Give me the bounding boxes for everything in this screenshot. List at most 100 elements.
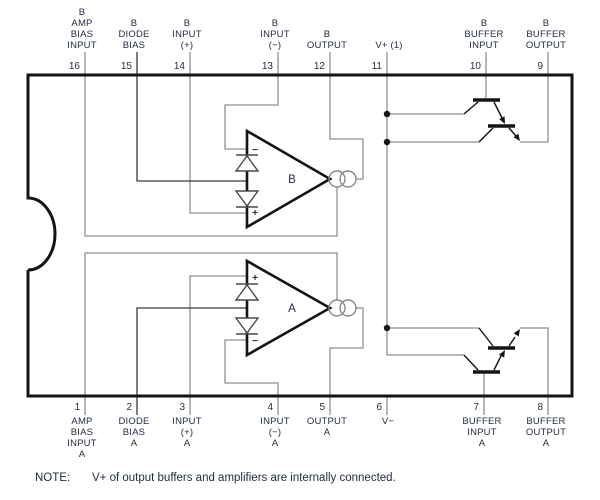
pin-label-line: B — [184, 18, 191, 29]
pin-label-line: BIAS — [71, 29, 93, 40]
pin-label-line: BIAS — [123, 40, 145, 51]
pin-bottom-7: 7 BUFFER INPUT A — [462, 402, 501, 449]
amp-b-inverting-sign: − — [252, 145, 258, 156]
note-label: NOTE: — [35, 472, 70, 484]
chip-outline — [26, 73, 574, 398]
pin-top-15: 15 B DIODE BIAS — [118, 18, 149, 72]
npn-transistor-b-upper-emitter — [493, 101, 503, 119]
npn-transistor-a-upper-collector — [478, 327, 494, 347]
amp-a-letter: A — [288, 303, 296, 315]
pin-label-line: OUTPUT — [526, 427, 566, 438]
npn-transistor-b-lower-emitter — [508, 127, 517, 137]
opamp-b-triangle-icon — [245, 128, 333, 230]
diode-a-lower-icon — [234, 317, 260, 335]
pin-top-12: 12 B OUTPUT — [307, 29, 347, 72]
pin-label-line: AMP — [71, 416, 92, 427]
current-source-a-circle-right — [339, 299, 357, 317]
junction-dot — [383, 110, 391, 118]
pin-label-line: A — [324, 427, 331, 438]
pin-number: 13 — [262, 61, 274, 72]
wire-pin2-diode-bias-a — [136, 307, 247, 415]
pin-label-line: (−) — [269, 427, 281, 438]
current-source-a-circle-left — [328, 299, 346, 317]
pin-label-line: BUFFER — [462, 416, 501, 427]
pin-label-line: INPUT — [467, 427, 497, 438]
pin-label-line: BUFFER — [464, 29, 503, 40]
pin-label-line: B — [79, 7, 86, 18]
pin-number: 1 — [74, 402, 80, 413]
pin-top-11: 11 V+ (1) — [372, 40, 403, 72]
pin-label-line: BIAS — [123, 427, 145, 438]
diode-b-upper-icon — [234, 154, 260, 172]
pin-label-line: A — [131, 438, 138, 449]
wire-pin16-amp-bias-b — [84, 52, 338, 237]
pin-bottom-1: 1 AMP BIAS INPUT A — [67, 402, 96, 460]
pin-bottom-3: 3 INPUT (+) A — [172, 402, 201, 449]
pin-number: 7 — [473, 402, 479, 413]
wire-pin11-vplus — [386, 52, 464, 356]
wire-pin13-input-minus-b — [224, 52, 279, 150]
pin-label-line: DIODE — [118, 416, 149, 427]
pin-label-line: OUTPUT — [526, 40, 566, 51]
pin-bottom-8: 8 BUFFER OUTPUT A — [526, 402, 566, 449]
pin-top-10: 10 B BUFFER INPUT — [464, 18, 503, 72]
pin-number: 10 — [470, 61, 482, 72]
pin-label-line: INPUT — [172, 29, 202, 40]
pin-label-line: B — [131, 18, 138, 29]
pin-number: 16 — [69, 61, 81, 72]
pin-label-line: AMP — [71, 18, 92, 29]
amp-b-letter: B — [288, 174, 296, 186]
pin-bottom-6: 6 V− — [376, 402, 394, 427]
pin-number: 12 — [314, 61, 326, 72]
pin-number: 9 — [537, 61, 543, 72]
current-source-b-circle-right — [339, 170, 357, 188]
npn-transistor-b-upper-collector — [463, 101, 479, 115]
pin-label-line: (+) — [181, 40, 193, 51]
pin-number: 3 — [179, 402, 185, 413]
pin-label-line: INPUT — [469, 40, 499, 51]
amplifier-b — [234, 128, 357, 230]
wire-pin9-buffer-output-b — [520, 52, 549, 143]
pin-label-line: OUTPUT — [307, 40, 347, 51]
pin-number: 4 — [267, 402, 273, 413]
vplus-junction-dots — [383, 110, 391, 332]
buffer-b-transistors — [463, 98, 520, 143]
pin-top-9: 9 B BUFFER OUTPUT — [526, 18, 566, 72]
pin-number: 15 — [121, 61, 133, 72]
pin-number: 14 — [174, 61, 186, 72]
pin-bottom-5: 5 OUTPUT A — [307, 402, 347, 438]
pin-label-line: B — [272, 18, 279, 29]
amp-a-inverting-sign: − — [252, 336, 258, 347]
note-text: V+ of output buffers and amplifiers are … — [92, 472, 396, 484]
pin-number: 8 — [537, 402, 543, 413]
wire-pin12-output-b — [329, 52, 364, 180]
amplifier-a — [234, 258, 357, 358]
pin-bottom-4: 4 INPUT (−) A — [260, 402, 290, 449]
npn-transistor-b-lower-collector — [478, 127, 494, 143]
npn-transistor-b-lower-emitter-arrow-icon — [513, 133, 520, 141]
pin-label-line: DIODE — [118, 29, 149, 40]
pin-label-line: A — [79, 449, 86, 460]
pin-number: 6 — [376, 402, 382, 413]
footnote: NOTE: V+ of output buffers and amplifier… — [35, 472, 396, 484]
pin-label-line: OUTPUT — [307, 416, 347, 427]
pin-label-line: (−) — [269, 40, 281, 51]
pin-top-14: 14 B INPUT (+) — [172, 18, 202, 72]
pin-label-line: INPUT — [260, 416, 290, 427]
pin-label-line: (+) — [181, 427, 193, 438]
current-source-b-circle-left — [328, 170, 346, 188]
pin-label-line: BIAS — [71, 427, 93, 438]
opamp-a-triangle-icon — [245, 258, 333, 358]
bias-wires — [136, 52, 247, 415]
pin-label-line: A — [543, 438, 550, 449]
npn-transistor-b-upper-emitter-arrow-icon — [499, 116, 505, 124]
npn-transistor-a-lower-collector — [463, 354, 479, 371]
amp-b-noninverting-sign: + — [252, 208, 258, 219]
wire-pin8-buffer-output-a — [520, 327, 549, 415]
pin-label-line: B — [481, 18, 488, 29]
pin-label-line: A — [184, 438, 191, 449]
pin-label-line: BUFFER — [526, 416, 565, 427]
wire-pin4-input-minus-a — [224, 339, 279, 415]
